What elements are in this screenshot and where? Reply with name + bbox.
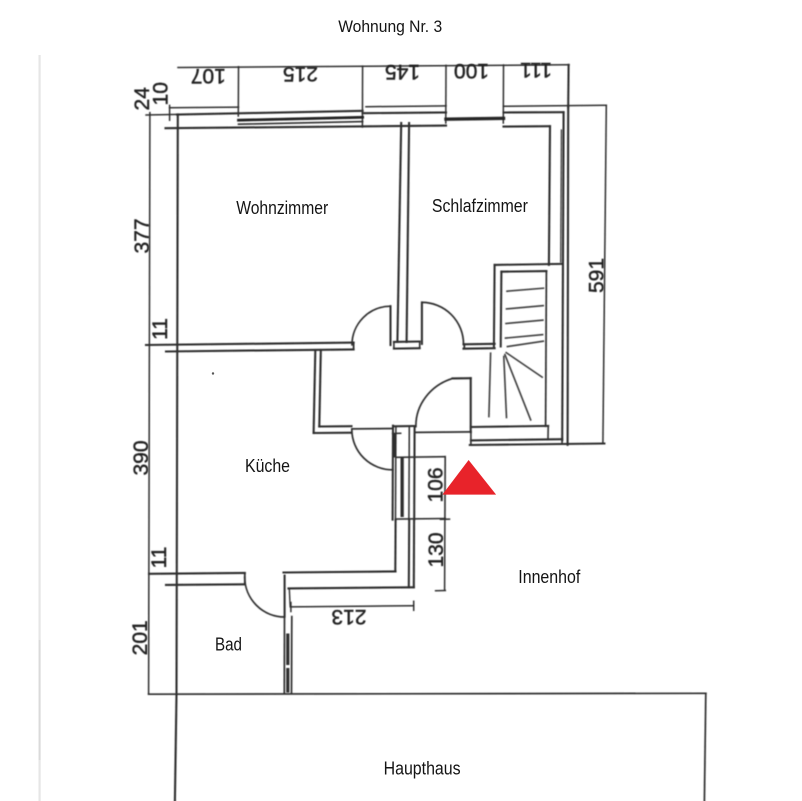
svg-text:201: 201 [129, 620, 152, 655]
svg-text:111: 111 [520, 58, 552, 81]
svg-text:213: 213 [331, 605, 366, 628]
svg-text:24: 24 [131, 87, 154, 111]
svg-text:Innenhof: Innenhof [518, 567, 581, 587]
svg-text:Bad: Bad [215, 635, 242, 655]
svg-text:591: 591 [585, 258, 608, 293]
svg-text:100: 100 [454, 59, 489, 82]
svg-text:377: 377 [131, 218, 154, 253]
svg-text:Küche: Küche [245, 456, 290, 476]
svg-text:10: 10 [149, 82, 172, 105]
svg-text:Wohnung Nr. 3: Wohnung Nr. 3 [338, 18, 442, 36]
svg-text:107: 107 [191, 64, 226, 87]
svg-text:11: 11 [148, 547, 171, 569]
svg-text:215: 215 [283, 62, 318, 85]
svg-text:145: 145 [385, 60, 420, 83]
svg-text:130: 130 [425, 532, 448, 567]
svg-text:Haupthaus: Haupthaus [384, 758, 461, 778]
svg-text:11: 11 [149, 318, 172, 340]
svg-text:Wohnzimmer: Wohnzimmer [236, 198, 328, 218]
svg-text:106: 106 [425, 467, 448, 502]
svg-text:Schlafzimmer: Schlafzimmer [432, 196, 528, 216]
svg-text:390: 390 [130, 440, 153, 475]
